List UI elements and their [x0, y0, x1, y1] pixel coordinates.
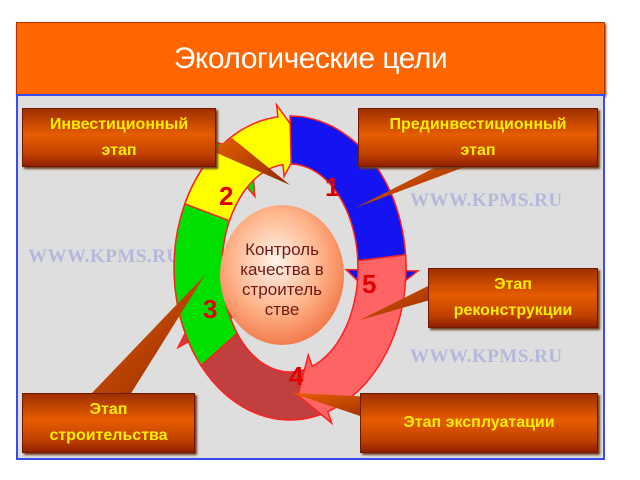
- stage-number-4: 4: [289, 361, 304, 391]
- watermark: WWW.KPMS.RU: [410, 190, 563, 211]
- box-line: строительства: [49, 427, 168, 444]
- box-line: Инвестиционный: [49, 115, 189, 133]
- title-text: Экологические цели: [173, 41, 448, 75]
- box-line: Этап: [494, 276, 532, 293]
- watermark: WWW.KPMS.RU: [28, 246, 181, 267]
- center-label: Контроль качества в строитель стве: [222, 240, 342, 320]
- stage-number-5: 5: [362, 269, 376, 299]
- watermark: WWW.KPMS.RU: [410, 346, 563, 367]
- center-line: качества в: [240, 260, 324, 279]
- pointer-stage-5: [360, 285, 430, 320]
- cycle-arrow-stage-5: [297, 253, 407, 426]
- stage-box-exploitation: Этап эксплуатации: [360, 393, 598, 453]
- stage-number-3: 3: [203, 294, 217, 324]
- box-line: этап: [101, 141, 137, 159]
- pointer-stage-3: [90, 275, 205, 395]
- pointer-stage-1: [355, 165, 470, 208]
- stage-number-2: 2: [219, 181, 233, 211]
- box-line: Этап: [89, 401, 128, 418]
- box-line: реконструкции: [453, 302, 573, 319]
- title-bar: Экологические цели: [16, 22, 605, 95]
- box-line: этап: [460, 141, 496, 159]
- pointer-stage-2: [210, 138, 290, 185]
- stage-box-reconstruction: Этап реконструкции: [428, 268, 598, 328]
- stage-number-1: 1: [325, 172, 339, 202]
- center-line: строитель: [242, 280, 322, 299]
- stage-box-preinvestment: Прединвестиционный этап: [358, 108, 598, 167]
- center-circle: [220, 205, 344, 345]
- stage-box-investment: Инвестиционный этап: [22, 108, 216, 167]
- box-line: Этап эксплуатации: [403, 414, 555, 431]
- box-line: Прединвестиционный: [389, 115, 567, 133]
- stage-box-construction: Этап строительства: [22, 393, 195, 453]
- center-line: Контроль: [245, 240, 319, 259]
- center-line: стве: [264, 300, 300, 319]
